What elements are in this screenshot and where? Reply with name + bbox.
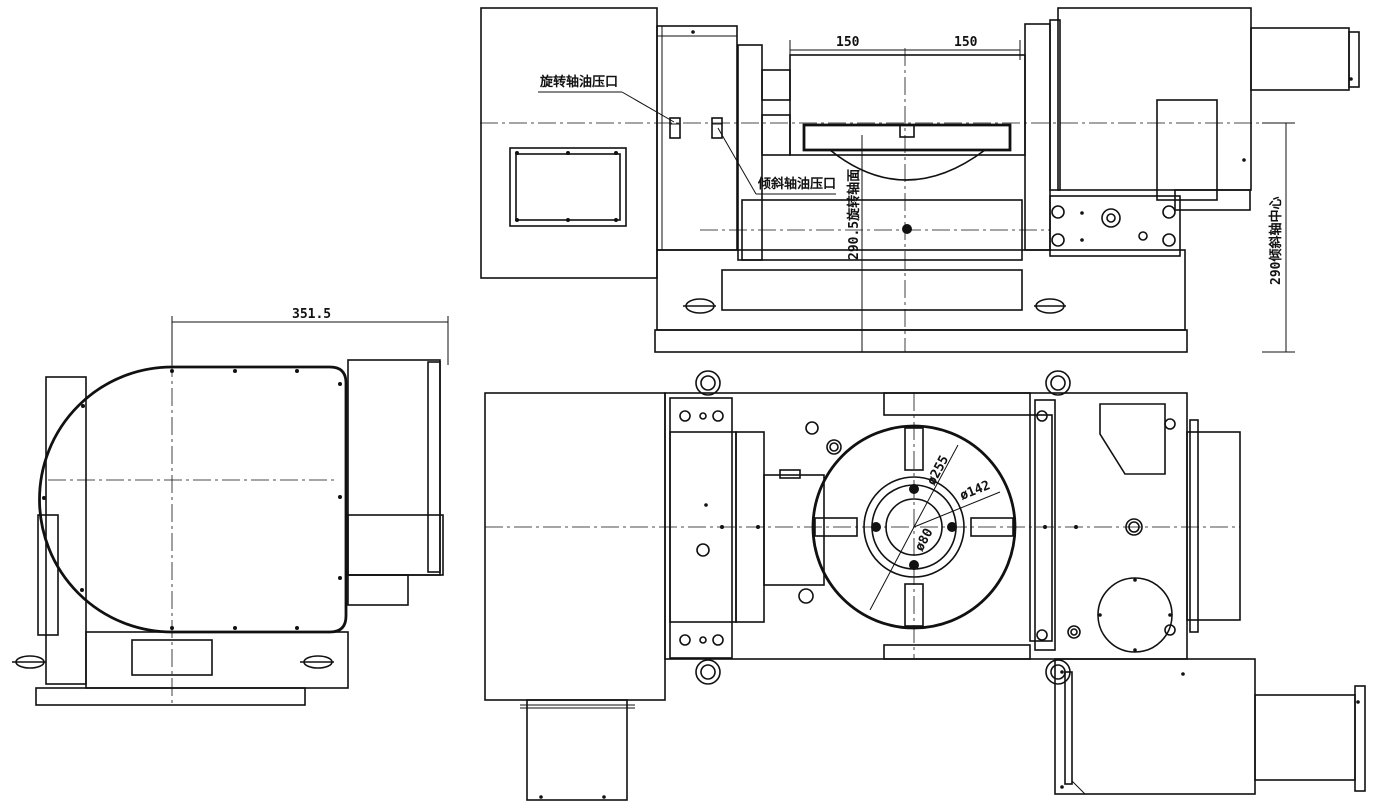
- side-view: 351.5: [12, 307, 449, 706]
- dim-150-right: 150: [954, 35, 978, 50]
- dim-dia-80: ø80: [912, 526, 936, 554]
- dim-dia-255: ø255: [924, 453, 952, 488]
- front-view-dimensions: 150 150 290.5旋转轴面 290倾斜轴中心 旋转轴油压口 倾斜轴油压口: [538, 35, 1295, 353]
- front-view: [480, 7, 1360, 353]
- dim-dia-142: ø142: [958, 478, 993, 504]
- label-tilt-oil-port: 倾斜轴油压口: [757, 176, 836, 192]
- label-rotary-oil-port: 旋转轴油压口: [539, 74, 618, 90]
- dim-150-left: 150: [836, 35, 860, 50]
- dim-side-width: 351.5: [292, 307, 331, 322]
- dim-rotary-face-height: 290.5旋转轴面: [846, 169, 862, 260]
- dim-tilt-center-height: 290倾斜轴中心: [1268, 197, 1284, 285]
- plan-view: ø255 ø142 ø80: [484, 370, 1366, 801]
